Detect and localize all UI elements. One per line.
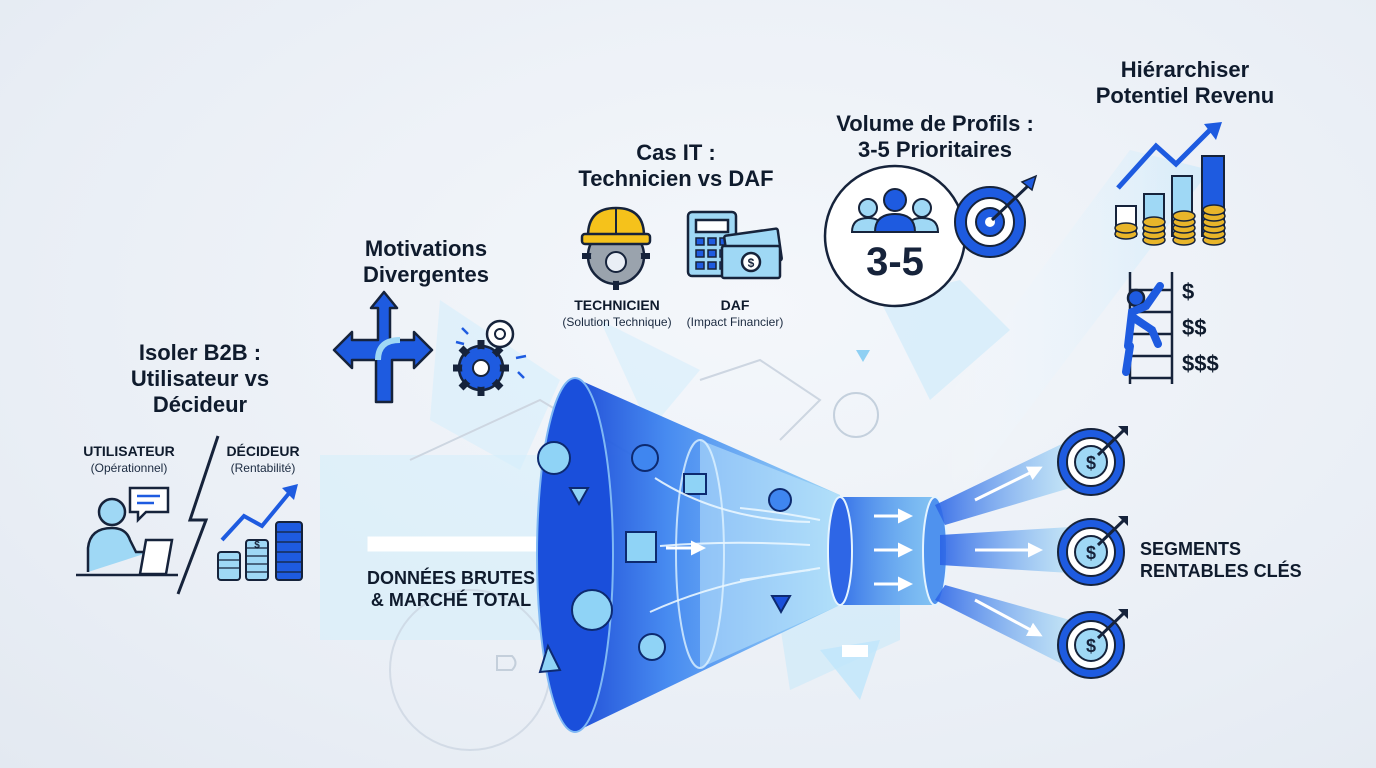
decider-label: DÉCIDEUR — [226, 443, 300, 459]
title-line: Volume de Profils : — [836, 111, 1034, 136]
label-line: & MARCHÉ TOTAL — [370, 590, 532, 610]
title-line: Motivations — [364, 236, 488, 261]
revenue-level: $$$ — [1182, 351, 1219, 376]
motivations-title: Motivations Divergentes — [336, 236, 516, 288]
output-beams — [935, 440, 1070, 668]
user-sublabel: (Opérationnel) — [90, 461, 168, 475]
svg-text:$: $ — [1086, 543, 1096, 563]
funnel-input-label: DONNÉES BRUTES & MARCHÉ TOTAL — [356, 567, 546, 611]
label-line: SEGMENTS — [1140, 539, 1242, 559]
svg-text:$: $ — [748, 256, 755, 270]
dollar-target-icon: $ — [1057, 516, 1128, 586]
technician-label-block: TECHNICIEN (Solution Technique) — [552, 296, 682, 330]
svg-text:$: $ — [1086, 453, 1096, 473]
user-at-laptop-icon — [76, 497, 178, 577]
revenue-levels: $ $$ $$$ — [1182, 274, 1232, 382]
calculator-cash-icon: $ — [686, 210, 783, 280]
profile-volume-title: Volume de Profils : 3-5 Prioritaires — [820, 111, 1050, 163]
decider-label-block: DÉCIDEUR (Rentabilité) — [212, 442, 314, 476]
title-line: Décideur — [152, 392, 248, 417]
dollar-target-icon: $ — [1057, 426, 1128, 496]
cfo-label: DAF — [720, 297, 750, 313]
title-line: Isoler B2B : — [138, 340, 262, 365]
title-line: Hiérarchiser — [1120, 57, 1250, 82]
revenue-level: $ — [1182, 279, 1195, 304]
revenue-level: $$ — [1182, 315, 1207, 340]
label-line: RENTABLES CLÉS — [1140, 561, 1302, 581]
diverging-arrows-icon — [332, 290, 434, 404]
it-case-title: Cas IT : Technicien vs DAF — [556, 140, 796, 192]
isolate-b2b-title: Isoler B2B : Utilisateur vs Décideur — [100, 340, 300, 418]
chat-bubble-icon — [128, 486, 170, 524]
ladder-climber-icon — [1122, 272, 1174, 384]
team-group-icon — [823, 164, 967, 308]
funnel-output-label: SEGMENTS RENTABLES CLÉS — [1140, 538, 1310, 582]
svg-text:$: $ — [1086, 636, 1096, 656]
title-line: Utilisateur vs — [130, 366, 270, 391]
revenue-growth-chart-icon — [1114, 122, 1226, 246]
zigzag-divider — [176, 435, 220, 595]
cfo-sublabel: (Impact Financier) — [686, 315, 784, 329]
label-line: DONNÉES BRUTES — [366, 568, 536, 588]
technician-sublabel: (Solution Technique) — [562, 315, 672, 329]
profile-count-badge: 3-5 — [866, 240, 924, 284]
title-line: 3-5 Prioritaires — [857, 137, 1013, 162]
dollar-target-icon: $ — [1057, 609, 1128, 679]
title-line: Cas IT : — [636, 140, 716, 165]
funnel — [536, 377, 948, 733]
title-line: Technicien vs DAF — [578, 166, 774, 191]
title-line: Potentiel Revenu — [1095, 83, 1275, 108]
prioritize-title: Hiérarchiser Potentiel Revenu — [1080, 57, 1290, 109]
svg-text:$: $ — [254, 540, 260, 551]
technician-label: TECHNICIEN — [574, 297, 660, 313]
hard-hat-gear-icon — [580, 206, 652, 290]
cfo-label-block: DAF (Impact Financier) — [680, 296, 790, 330]
decider-sublabel: (Rentabilité) — [230, 461, 296, 475]
coin-stacks-growth-icon: $ — [217, 484, 303, 581]
gears-icon — [453, 319, 527, 396]
user-label-block: UTILISATEUR (Opérationnel) — [68, 442, 190, 476]
title-line: Divergentes — [363, 262, 489, 287]
user-label: UTILISATEUR — [83, 443, 175, 459]
bullseye-target-icon — [954, 174, 1038, 258]
